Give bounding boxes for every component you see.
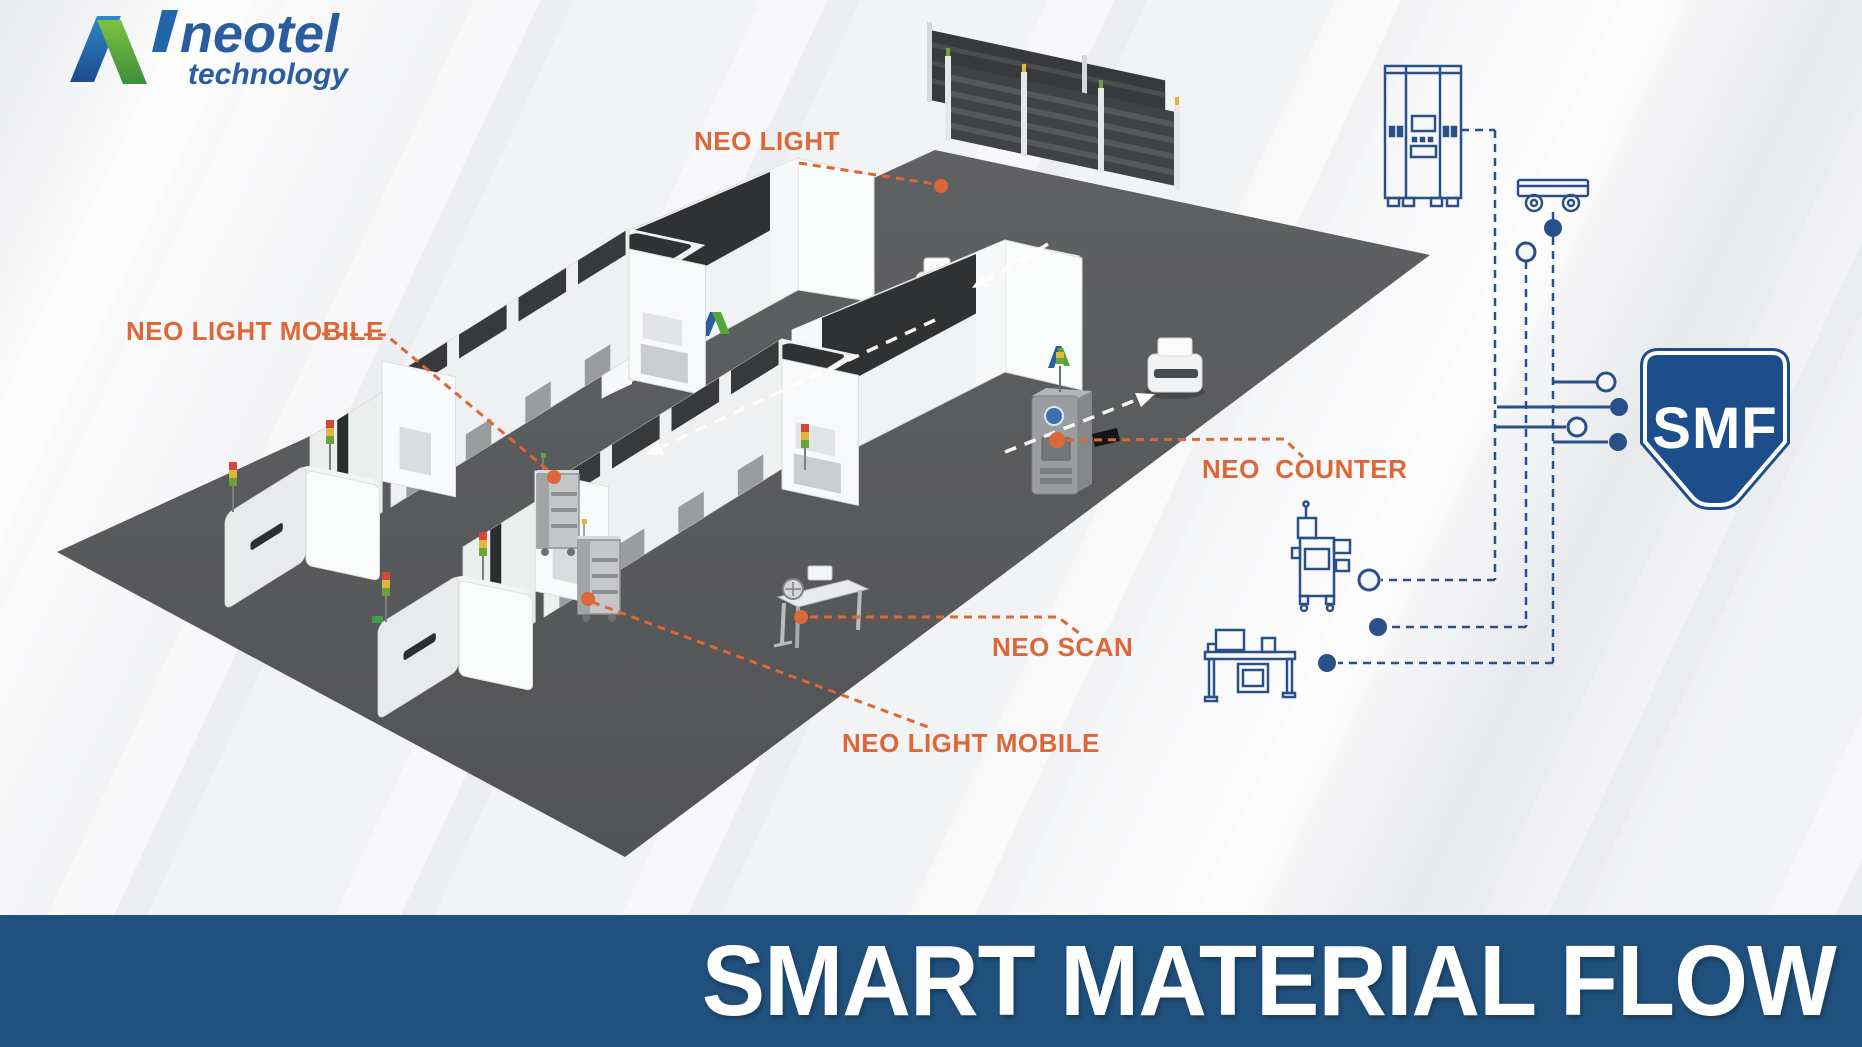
signal-tower-icon — [479, 532, 487, 580]
neo-light-mobile-cart-2 — [577, 519, 621, 622]
inspection-machine-icon — [1290, 500, 1352, 613]
neo-counter-machine — [1031, 352, 1120, 495]
smt-line-2-loader — [377, 572, 533, 718]
callout-neo-counter: NEO COUNTER — [1202, 454, 1408, 484]
banner-title: SMART MATERIAL FLOW — [701, 924, 1837, 1037]
smt-line-1-loader — [224, 462, 380, 608]
callout-neo-scan: NEO SCAN — [992, 632, 1134, 662]
logo-wordmark: neotel — [180, 4, 340, 64]
network-connectors — [1338, 128, 1555, 665]
agv-cart-icon — [1516, 178, 1590, 213]
signal-tower-icon — [229, 462, 237, 512]
flow-arrowheads — [645, 274, 1155, 455]
smf-network-diagram — [1203, 64, 1628, 703]
callout-neo-light: NEO LIGHT — [694, 126, 841, 156]
smf-badge-text: SMF — [1652, 396, 1777, 461]
title-banner: SMART MATERIAL FLOW — [0, 915, 1862, 1047]
agv-shuttle-2 — [1145, 337, 1205, 399]
network-nodes — [1318, 219, 1628, 672]
logo-tagline: technology — [188, 58, 349, 91]
neotel-logo: neotel technology — [70, 4, 349, 91]
signal-tower-icon — [801, 424, 809, 470]
network-links-solid — [1495, 380, 1610, 444]
smf-shield-badge: SMF — [1640, 348, 1790, 510]
flow-arrows — [662, 242, 1137, 454]
label-leader-dots — [547, 179, 1065, 624]
label-leaders — [321, 161, 1305, 729]
signal-tower-icon — [382, 572, 390, 622]
signal-tower-icon — [326, 420, 334, 470]
fence-row — [945, 48, 1180, 189]
storage-tower-icon — [1383, 64, 1463, 208]
callout-neo-light-mobile-upper: NEO LIGHT MOBILE — [126, 316, 384, 346]
logo-n-mark-green — [97, 20, 147, 84]
workstation-desk-icon — [1203, 628, 1297, 703]
logo-apostrophe — [152, 10, 178, 52]
neo-scan-table — [773, 565, 870, 649]
callout-neo-light-mobile-lower: NEO LIGHT MOBILE — [842, 728, 1100, 758]
neo-light-mobile-cart-1 — [536, 453, 580, 556]
